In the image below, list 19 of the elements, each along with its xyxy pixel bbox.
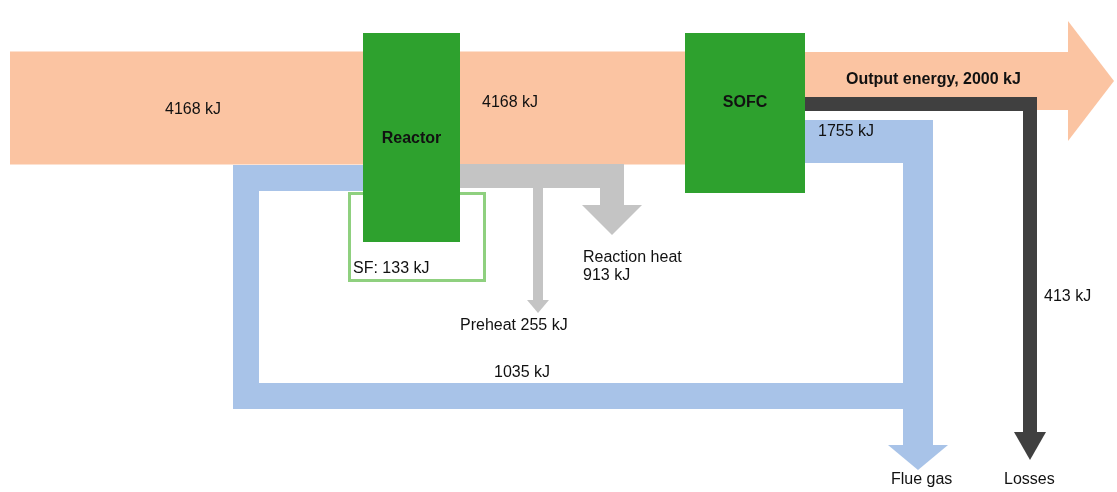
flow-label: Output energy, 2000 kJ <box>846 70 1021 92</box>
flow-band <box>10 51 363 165</box>
flow-label: Reaction heat 913 kJ <box>583 248 698 292</box>
edge-label: 1035 kJ <box>494 363 551 381</box>
flow-band <box>805 21 1114 141</box>
edge-label: 4168 kJ <box>165 100 222 118</box>
flow-band <box>460 51 685 165</box>
flow-band <box>805 120 948 470</box>
process-box: SOFC <box>685 33 805 193</box>
edge-label: 1755 kJ <box>818 122 875 140</box>
edge-label: 413 kJ <box>1044 287 1092 305</box>
flow-label: Preheat 255 kJ <box>460 316 568 338</box>
boundary-box: SF: 133 kJ <box>348 192 486 282</box>
flow-label: Losses <box>1004 470 1055 492</box>
flow-label: Flue gas <box>891 470 953 492</box>
edge-label: 4168 kJ <box>482 93 539 111</box>
process-box: Reactor <box>363 33 460 242</box>
flow-band <box>805 97 1046 460</box>
flow-band <box>460 164 642 235</box>
